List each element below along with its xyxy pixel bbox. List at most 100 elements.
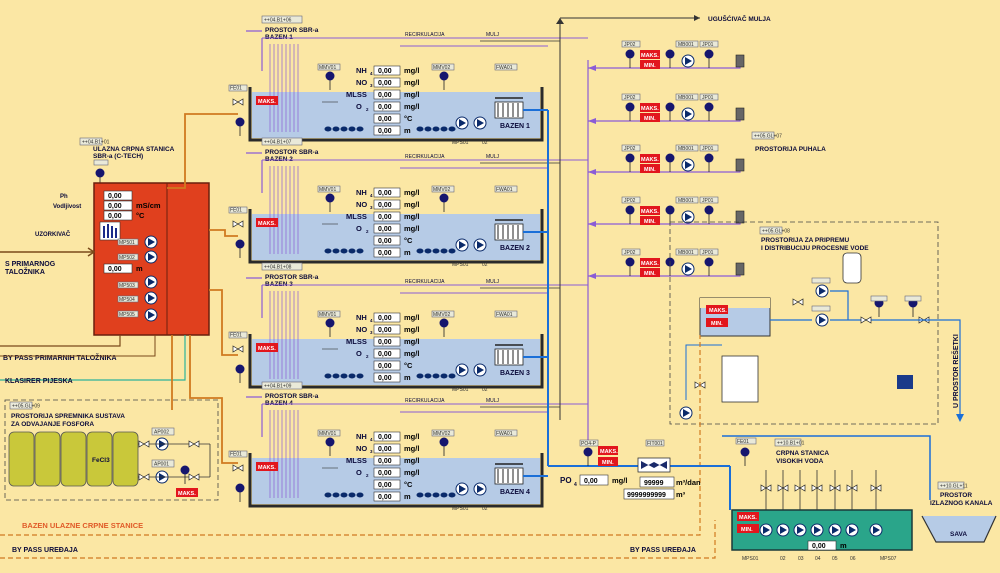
volume-unit: m³ (676, 490, 686, 499)
svg-text:MMV02: MMV02 (433, 187, 450, 193)
basin-pump-2[interactable] (473, 116, 487, 130)
s-primarnog-label-1: S PRIMARNOG (5, 261, 56, 268)
mulj-label: MULJ (486, 279, 500, 285)
inlet-pump-4[interactable] (144, 291, 158, 305)
no3-unit: mg/l (404, 444, 419, 453)
ph-value: 0,00 (108, 193, 122, 200)
s-primarnog-label-2: TALOŽNIKA (5, 267, 45, 276)
hw-pump-3[interactable] (793, 523, 807, 537)
no3-value-box (373, 324, 401, 335)
u-prostor-label: U PROSTOR REŠETKI (951, 334, 960, 408)
inlet-pump-2[interactable] (144, 250, 158, 264)
o2-value: 0,00 (378, 351, 392, 358)
mlss-label: MLSS (346, 337, 367, 346)
decanter-unit[interactable] (494, 219, 524, 241)
sava-label: SAVA (950, 531, 967, 538)
svg-text:JP01: JP01 (702, 42, 714, 48)
temp-value-box (373, 113, 401, 124)
phosphorus-title-1: PROSTORIJA SPREMNIKA SUSTAVA (11, 413, 125, 420)
hw-level-value: 0,00 (812, 543, 826, 550)
hw-pump-6[interactable] (845, 523, 859, 537)
hw-pump-7[interactable] (869, 523, 883, 537)
svg-text:MMV02: MMV02 (433, 312, 450, 318)
hw-pump-4[interactable] (810, 523, 824, 537)
hw-pump-5[interactable] (828, 523, 842, 537)
o2-label: O (356, 468, 362, 477)
mlss-value-box (373, 89, 401, 100)
basin-wall (248, 87, 544, 142)
basin-pump-1[interactable] (455, 363, 469, 377)
nh4-value-box (373, 65, 401, 76)
blower-filter (735, 210, 745, 224)
level-unit: m (404, 373, 411, 382)
svg-text:PO4-P: PO4-P (581, 441, 597, 447)
mlss-value: 0,00 (378, 92, 392, 99)
svg-text:MIN.: MIN. (711, 321, 723, 327)
svg-text:MPS07: MPS07 (880, 556, 897, 562)
fan-icon[interactable] (897, 375, 913, 389)
basin-pump-1[interactable] (455, 116, 469, 130)
basin-name: BAZEN 1 (500, 123, 530, 130)
no3-value-box (373, 77, 401, 88)
process-pump-2[interactable] (815, 313, 829, 327)
mlss-unit: mg/l (404, 456, 419, 465)
o2-label: O (356, 224, 362, 233)
basin-name: BAZEN 2 (500, 245, 530, 252)
flow-unit: m³/dan (676, 478, 701, 487)
inlet-level-value: 0,00 (108, 266, 122, 273)
basin-name: BAZEN 4 (500, 489, 530, 496)
blower-motor[interactable] (681, 158, 695, 172)
svg-text:MAKS.: MAKS. (258, 221, 276, 227)
process-pump-3[interactable] (679, 406, 693, 420)
hw-pump-1[interactable] (759, 523, 773, 537)
basin-pump-2[interactable] (473, 482, 487, 496)
bypass-uredjaja-right: BY PASS UREĐAJA (630, 547, 696, 554)
svg-text:4: 4 (370, 318, 373, 323)
blower-motor[interactable] (681, 262, 695, 276)
decanter-unit[interactable] (494, 344, 524, 366)
level-unit: m (404, 126, 411, 135)
basin-pump-2[interactable] (473, 238, 487, 252)
basin-pump-1[interactable] (455, 238, 469, 252)
inlet-pump-1[interactable] (144, 235, 158, 249)
maks-alarm (256, 462, 278, 471)
vodljivost-unit: mS/cm (136, 201, 161, 210)
nh4-label: NH (356, 432, 367, 441)
feed-pipes (167, 113, 238, 464)
no3-label: NO (356, 444, 367, 453)
svg-text:MB001: MB001 (678, 198, 694, 204)
decanter-unit[interactable] (494, 97, 524, 119)
svg-text:JP02: JP02 (624, 250, 636, 256)
temp-unit: °C (404, 114, 413, 123)
no3-value-box (373, 199, 401, 210)
o2-label: O (356, 102, 362, 111)
svg-text:2: 2 (366, 473, 369, 478)
nh4-label: NH (356, 313, 367, 322)
temp-value-box (373, 479, 401, 490)
svg-text:MAKS.: MAKS. (641, 261, 659, 267)
collector-pipes (547, 15, 700, 466)
level-value: 0,00 (378, 494, 392, 501)
blower-motor[interactable] (681, 54, 695, 68)
basin-wall (248, 334, 544, 389)
inlet-pump-3[interactable] (144, 275, 158, 289)
inlet-pump-5[interactable] (144, 308, 158, 322)
nh4-unit: mg/l (404, 188, 419, 197)
process-pump-1[interactable] (815, 284, 829, 298)
svg-text:++10.B1+01: ++10.B1+01 (777, 441, 805, 447)
hw-pump-2[interactable] (776, 523, 790, 537)
nh4-unit: mg/l (404, 66, 419, 75)
basin-pump-2[interactable] (473, 363, 487, 377)
mulj-label: MULJ (486, 398, 500, 404)
mlss-unit: mg/l (404, 337, 419, 346)
svg-text:04: 04 (815, 556, 821, 562)
basin-pump-1[interactable] (455, 482, 469, 496)
svg-text:MP501: MP501 (119, 240, 135, 246)
svg-text:FE01: FE01 (737, 439, 749, 445)
blower-motor[interactable] (681, 210, 695, 224)
no3-label: NO (356, 325, 367, 334)
blower-motor[interactable] (681, 107, 695, 121)
